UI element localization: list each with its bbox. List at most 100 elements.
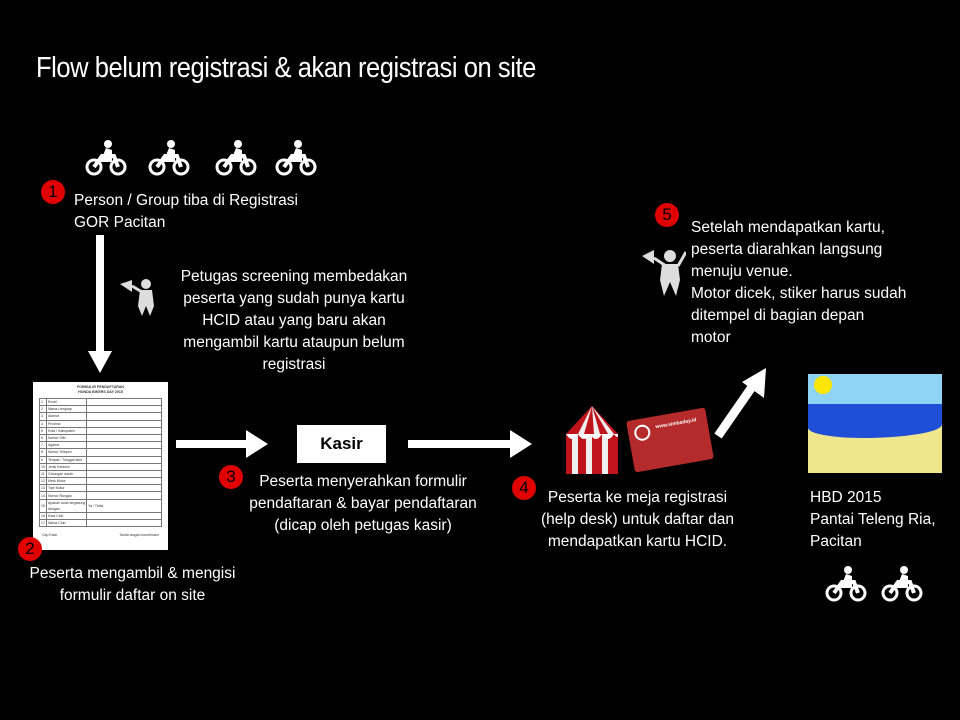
step-5-line: Motor dicek, stiker harus sudah bbox=[691, 285, 907, 302]
step-1-line: GOR Pacitan bbox=[74, 214, 166, 231]
kasir-box: Kasir bbox=[297, 425, 386, 463]
form-field-value bbox=[86, 397, 162, 407]
form-yes: Ya bbox=[88, 503, 93, 508]
form-field-label: Nomor SIM bbox=[46, 433, 87, 443]
step-3-line: Peserta menyerahkan formulir bbox=[259, 473, 467, 490]
form-row-number: 1 bbox=[39, 397, 47, 407]
motorcycle-icon bbox=[148, 138, 190, 176]
motorcycle-icon bbox=[275, 138, 317, 176]
step-4-line: Peserta ke meja registrasi bbox=[547, 489, 728, 506]
step-3-line: (dicap oleh petugas kasir) bbox=[274, 517, 452, 534]
arrow-right bbox=[176, 430, 268, 458]
form-row-number: 8 bbox=[39, 448, 47, 457]
arrow-down bbox=[88, 235, 112, 373]
screening-line: registrasi bbox=[262, 356, 326, 373]
step-5-line: menuju venue. bbox=[691, 263, 793, 280]
motorcycle-icon bbox=[215, 138, 257, 176]
arrow-up-right bbox=[714, 368, 766, 439]
motorcycle-icon bbox=[881, 564, 923, 602]
form-field-label: Nomor Rangka bbox=[46, 491, 87, 500]
form-field-value bbox=[86, 433, 162, 443]
form-field-value bbox=[86, 448, 162, 457]
destination-line: Pacitan bbox=[810, 533, 862, 550]
form-field-value bbox=[86, 477, 162, 486]
form-field-label: Nomor Telepon bbox=[46, 448, 87, 457]
form-row-number: 13 bbox=[39, 484, 47, 493]
form-row-number: 12 bbox=[39, 477, 47, 486]
step-badge-1: 1 bbox=[41, 180, 65, 204]
form-field-value bbox=[86, 491, 162, 500]
motorcycle-icon bbox=[825, 564, 867, 602]
form-footer-right: Tanda tangan koordinator bbox=[119, 533, 159, 537]
form-row-number: 4 bbox=[39, 419, 47, 428]
form-field-value bbox=[86, 419, 162, 428]
step-2-line: formulir daftar on site bbox=[59, 587, 206, 604]
form-field-value bbox=[86, 405, 162, 414]
card-logo-icon bbox=[633, 423, 652, 442]
form-field-label: Agama bbox=[46, 441, 87, 450]
screening-line: HCID atau yang baru akan bbox=[202, 312, 386, 329]
form-field-value bbox=[86, 426, 162, 435]
form-row-number: 15 bbox=[39, 498, 47, 513]
hcid-card-image: www.simbaday.id bbox=[626, 407, 714, 473]
form-field-label: Provinsi bbox=[46, 419, 87, 428]
form-footer-left: Cap Kasir bbox=[42, 533, 58, 537]
step-5-line: peserta diarahkan langsung bbox=[691, 241, 883, 258]
form-row-number: 10 bbox=[39, 462, 47, 471]
form-row-number: 16 bbox=[39, 511, 47, 520]
step-badge-2: 2 bbox=[18, 537, 42, 561]
destination-line: HBD 2015 bbox=[810, 489, 882, 506]
card-text: www.simbaday.id bbox=[655, 417, 697, 431]
form-row-number: 17 bbox=[39, 518, 47, 528]
form-subtitle: HONDA BIKERS DAY 2015 bbox=[78, 390, 123, 394]
form-field-value bbox=[86, 412, 162, 421]
destination-text: HBD 2015 Pantai Teleng Ria, Pacitan bbox=[810, 487, 936, 553]
step-2-text: Peserta mengambil & mengisi formulir daf… bbox=[10, 563, 255, 607]
form-field-value bbox=[86, 469, 162, 479]
form-row-number: 3 bbox=[39, 412, 47, 421]
form-field-value bbox=[86, 518, 162, 528]
form-no: Tidak bbox=[94, 503, 104, 508]
step-1-line: Person / Group tiba di Registrasi bbox=[74, 192, 298, 209]
form-row-number: 6 bbox=[39, 433, 47, 443]
step-badge-3: 3 bbox=[219, 465, 243, 489]
screening-line: Petugas screening membedakan bbox=[180, 268, 408, 285]
form-title: FORMULIR PENDAFTARAN bbox=[76, 385, 125, 389]
registration-form-image: FORMULIR PENDAFTARAN HONDA BIKERS DAY 20… bbox=[33, 382, 168, 550]
destination-line: Pantai Teleng Ria, bbox=[810, 511, 936, 528]
form-field-label: Nama Club bbox=[46, 518, 87, 528]
arrow-right bbox=[408, 430, 532, 458]
form-field-label: Nama Lengkap bbox=[46, 405, 87, 414]
form-field-label: Jenis Kelamin bbox=[46, 462, 87, 471]
step-4-line: mendapatkan kartu HCID. bbox=[547, 533, 728, 550]
step-badge-5: 5 bbox=[655, 203, 679, 227]
form-row-number: 2 bbox=[39, 405, 47, 414]
form-field-value bbox=[86, 455, 162, 464]
form-row-number: 11 bbox=[39, 469, 47, 479]
form-row-number: 14 bbox=[39, 491, 47, 500]
form-field-label: Alamat bbox=[46, 412, 87, 421]
step-5-text: Setelah mendapatkan kartu, peserta diara… bbox=[691, 217, 906, 349]
form-field-label: Tipe Motor bbox=[46, 484, 87, 493]
form-row-number: 9 bbox=[39, 455, 47, 464]
screening-line: mengambil kartu ataupun belum bbox=[183, 334, 405, 351]
form-field-value: Ya / Tidak bbox=[86, 498, 162, 513]
step-4-text: Peserta ke meja registrasi (help desk) u… bbox=[520, 487, 755, 553]
screening-line: peserta yang sudah punya kartu bbox=[183, 290, 405, 307]
step-badge-4: 4 bbox=[512, 476, 536, 500]
step-1-text: Person / Group tiba di Registrasi GOR Pa… bbox=[74, 190, 298, 234]
motorcycle-icon bbox=[85, 138, 127, 176]
step-3-line: pendaftaran & bayar pendaftaran bbox=[249, 495, 477, 512]
form-field-label: Kota Club bbox=[46, 511, 87, 520]
